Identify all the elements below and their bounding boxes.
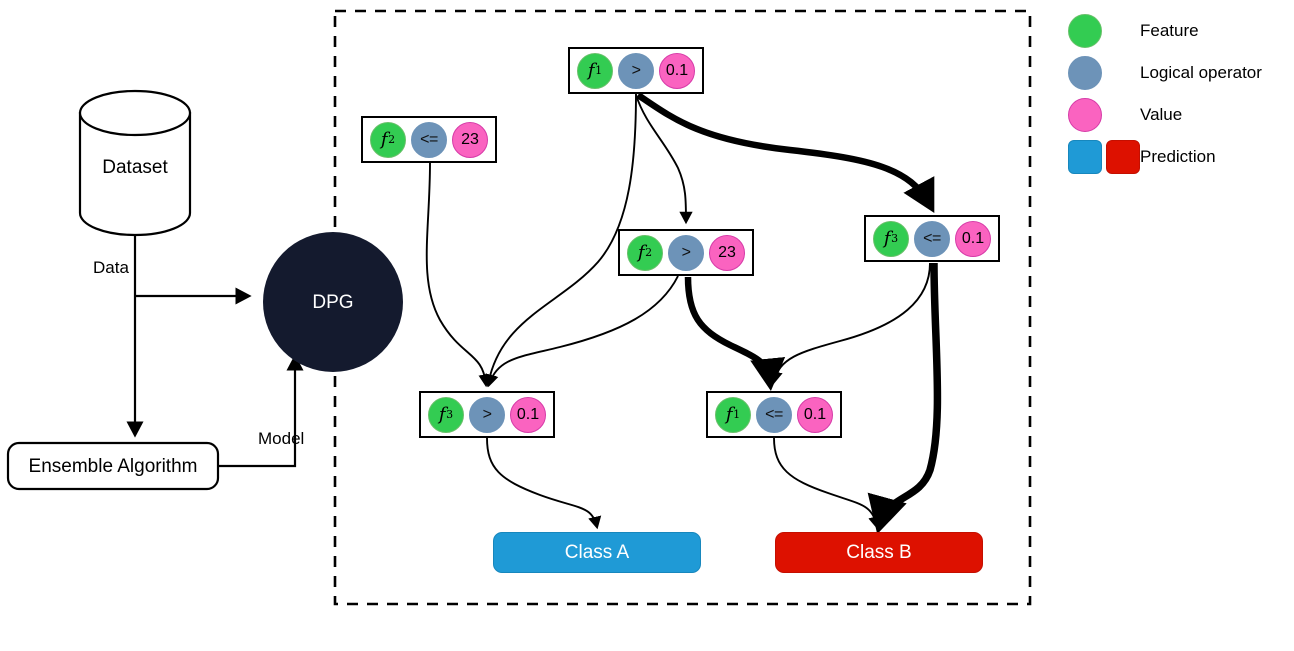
prediction-class-b-color-swatch bbox=[1106, 140, 1140, 174]
prediction-class-b[interactable]: Class B bbox=[775, 532, 983, 573]
model-edge-label: Model bbox=[258, 429, 305, 448]
dpg-node bbox=[263, 232, 403, 372]
edge-f1le01-to-class-b bbox=[773, 437, 882, 530]
operator-chip: > bbox=[618, 52, 654, 89]
feature-color-swatch bbox=[1068, 14, 1102, 48]
legend-swatch-group bbox=[1068, 98, 1140, 132]
value-chip: 0.1 bbox=[797, 396, 833, 433]
edge-f2gt23-to-f3gt01 bbox=[485, 275, 679, 388]
ensemble-algorithm-label: Ensemble Algorithm bbox=[28, 456, 198, 477]
legend-swatch-group bbox=[1068, 56, 1140, 90]
legend-item-prediction: Prediction bbox=[1068, 136, 1288, 178]
legend-item-logical-operator: Logical operator bbox=[1068, 52, 1288, 94]
legend-label-feature: Feature bbox=[1140, 21, 1199, 40]
operator-chip: <= bbox=[411, 121, 447, 158]
edge-root-to-f3gt01 bbox=[483, 92, 637, 388]
legend-label-value: Value bbox=[1140, 105, 1183, 124]
value-chip: 23 bbox=[452, 121, 488, 158]
operator-chip: > bbox=[668, 234, 704, 271]
value-chip: 23 bbox=[709, 234, 745, 271]
operator-chip: <= bbox=[914, 220, 950, 257]
dpg-label: DPG bbox=[312, 292, 354, 313]
value-color-swatch bbox=[1068, 98, 1102, 132]
operator-chip: > bbox=[469, 396, 505, 433]
prediction-class-a-color-swatch bbox=[1068, 140, 1102, 174]
edge-ensemble-to-dpg bbox=[218, 354, 304, 468]
edge-f3le01-to-class-b bbox=[867, 262, 942, 535]
legend-swatch-group bbox=[1068, 14, 1140, 48]
legend-label-logical-operator: Logical operator bbox=[1140, 63, 1262, 82]
edge-root-to-f3le01 bbox=[636, 92, 935, 214]
legend: Feature Logical operator Value Predictio… bbox=[1068, 10, 1288, 178]
tree-region-dashed-border bbox=[333, 9, 1032, 606]
dataset-cylinder bbox=[78, 89, 192, 237]
edge-f2gt23-to-f1le01 bbox=[684, 276, 786, 392]
edge-root-to-f2gt23 bbox=[635, 94, 693, 225]
dataset-label: Dataset bbox=[102, 157, 168, 178]
legend-swatch-group bbox=[1068, 140, 1140, 174]
edge-f2le23-to-f3gt01 bbox=[425, 162, 492, 388]
prediction-label: Class B bbox=[846, 541, 912, 563]
legend-item-feature: Feature bbox=[1068, 10, 1288, 52]
edge-f3gt01-to-class-a bbox=[486, 437, 602, 530]
data-edge-label: Data bbox=[93, 258, 129, 277]
legend-item-value: Value bbox=[1068, 94, 1288, 136]
value-chip: 0.1 bbox=[659, 52, 695, 89]
legend-label-prediction: Prediction bbox=[1140, 147, 1216, 166]
ensemble-algorithm-box bbox=[6, 441, 220, 491]
logical-operator-color-swatch bbox=[1068, 56, 1102, 90]
value-chip: 0.1 bbox=[955, 220, 991, 257]
prediction-class-a[interactable]: Class A bbox=[493, 532, 701, 573]
operator-chip: <= bbox=[756, 396, 792, 433]
edge-f3le01-to-f1le01 bbox=[769, 262, 931, 385]
prediction-label: Class A bbox=[564, 541, 630, 563]
value-chip: 0.1 bbox=[510, 396, 546, 433]
